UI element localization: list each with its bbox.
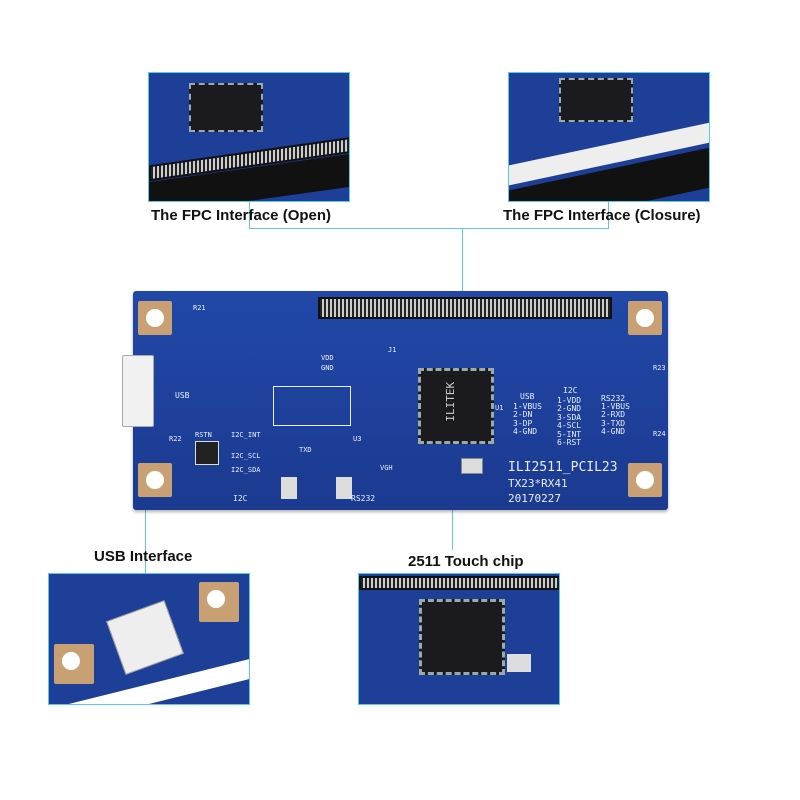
connector-line <box>249 228 609 229</box>
touch-chip-label: 2511 Touch chip <box>408 553 524 570</box>
fpc-open-label: The FPC Interface (Open) <box>151 207 332 224</box>
connector-line <box>249 200 250 228</box>
usb-connector <box>122 355 154 427</box>
fpc-open-callout <box>148 72 350 202</box>
connector-line <box>608 200 609 228</box>
usb-callout <box>48 573 250 705</box>
board-model: ILI2511_PCIL23 <box>508 460 618 475</box>
connector-line <box>462 228 463 308</box>
fpc-closure-callout <box>508 72 710 202</box>
fpc-connector <box>318 297 612 319</box>
touch-chip-callout <box>358 573 560 705</box>
fpc-closure-label: The FPC Interface (Closure) <box>503 207 701 224</box>
touch-chip <box>418 368 494 444</box>
usb-interface-label: USB Interface <box>94 548 193 565</box>
chip-brand: ILITEK <box>444 381 458 422</box>
pcb-board: ILITEK USB 1-VBUS 2-DN 3-DP 4-GND I2C 1-… <box>122 291 668 510</box>
